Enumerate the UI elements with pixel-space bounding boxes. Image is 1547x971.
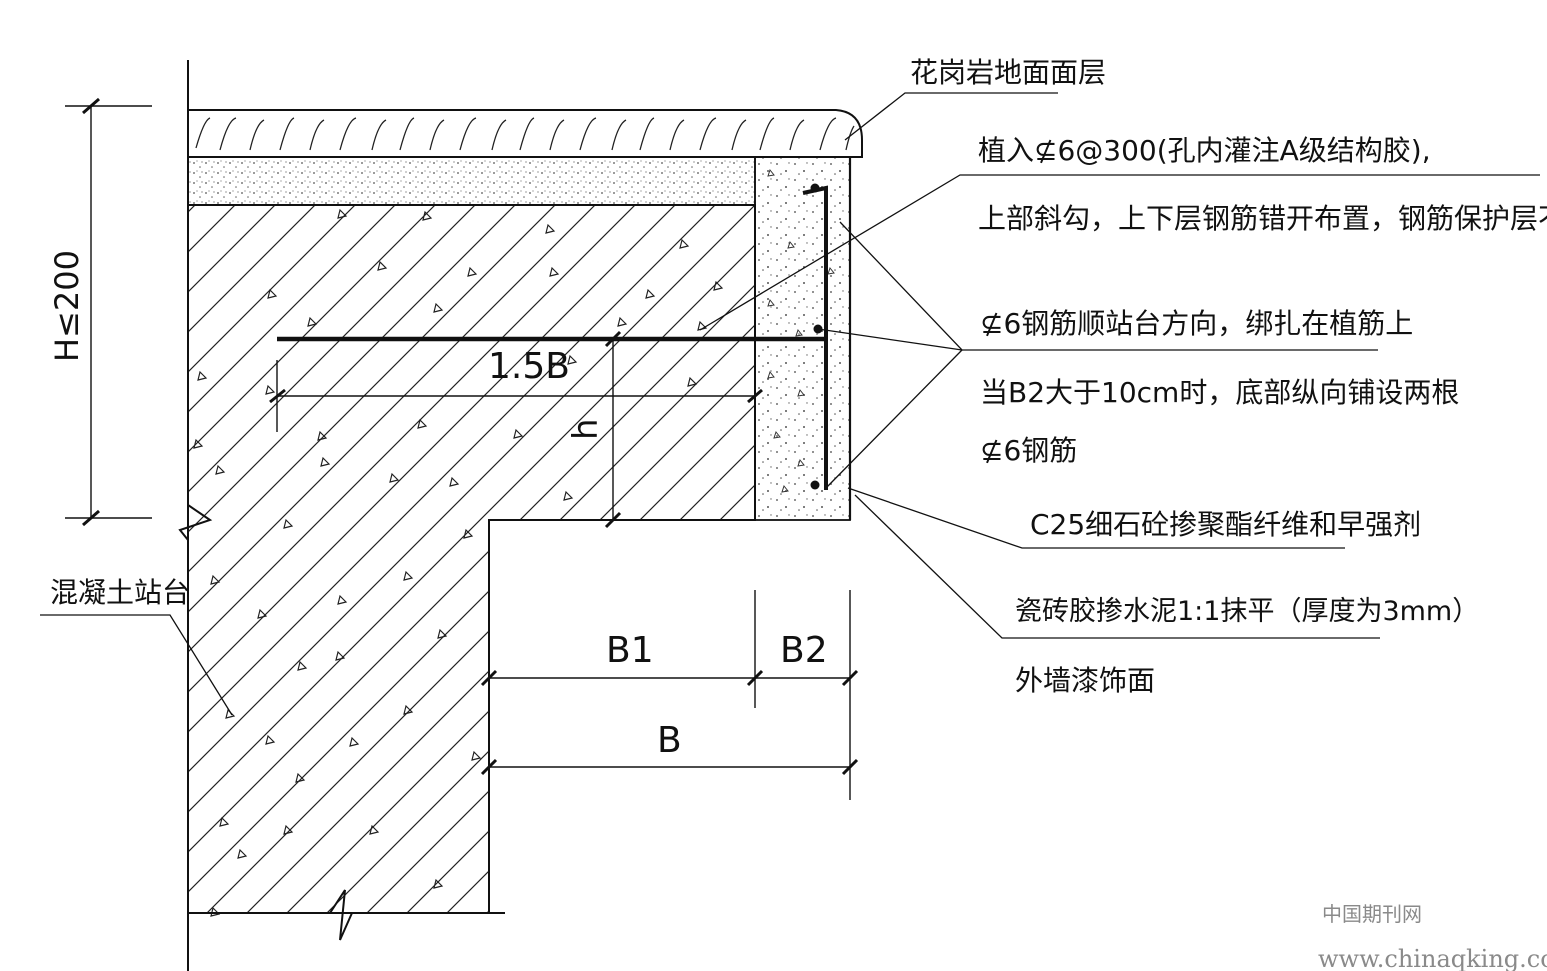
dim-height-label: H≤200 [48, 250, 86, 362]
dim-length-label: 1.5B [488, 346, 570, 387]
watermark-line-2: www.chinaqking.com [1318, 945, 1547, 971]
rebar-along-label: ⊈6钢筋顺站台方向，绑扎在植筋上 [980, 307, 1413, 340]
wall-paint-label: 外墙漆饰面 [1015, 664, 1155, 697]
platform-label: 混凝土站台 [50, 576, 190, 609]
concrete-platform [187, 204, 756, 917]
dim-depth-label: h [566, 418, 606, 440]
b2-note-line-1: 当B2大于10cm时，底部纵向铺设两根 [980, 376, 1459, 409]
dim-b1-label: B1 [606, 630, 654, 671]
dim-b2-label: B2 [780, 630, 828, 671]
granite-label: 花岗岩地面面层 [910, 56, 1106, 89]
bottom-break-line [188, 889, 505, 941]
rebar-plant-label-2: 上部斜勾，上下层钢筋错开布置，钢筋保护层不小于25mm [978, 202, 1547, 235]
dimension-lines [65, 97, 859, 800]
dim-b-label: B [657, 720, 682, 761]
wall-edge-left [178, 60, 213, 971]
tile-glue-label: 瓷砖胶掺水泥1:1抹平（厚度为3mm） [1015, 596, 1479, 627]
c25-label: C25细石砼掺聚酯纤维和早强剂 [1030, 508, 1421, 541]
rebar-plant-label-1: 植入⊈6@300(孔内灌注A级结构胶), [978, 134, 1431, 167]
b2-note-line-2: ⊈6钢筋 [980, 434, 1077, 467]
leader-lines [40, 92, 1540, 716]
watermark-line-1: 中国期刊网 [1322, 902, 1422, 926]
screed-layer [187, 156, 756, 206]
rebars [277, 183, 828, 490]
c25-aggregate [767, 168, 835, 493]
granite-layer [187, 109, 863, 158]
